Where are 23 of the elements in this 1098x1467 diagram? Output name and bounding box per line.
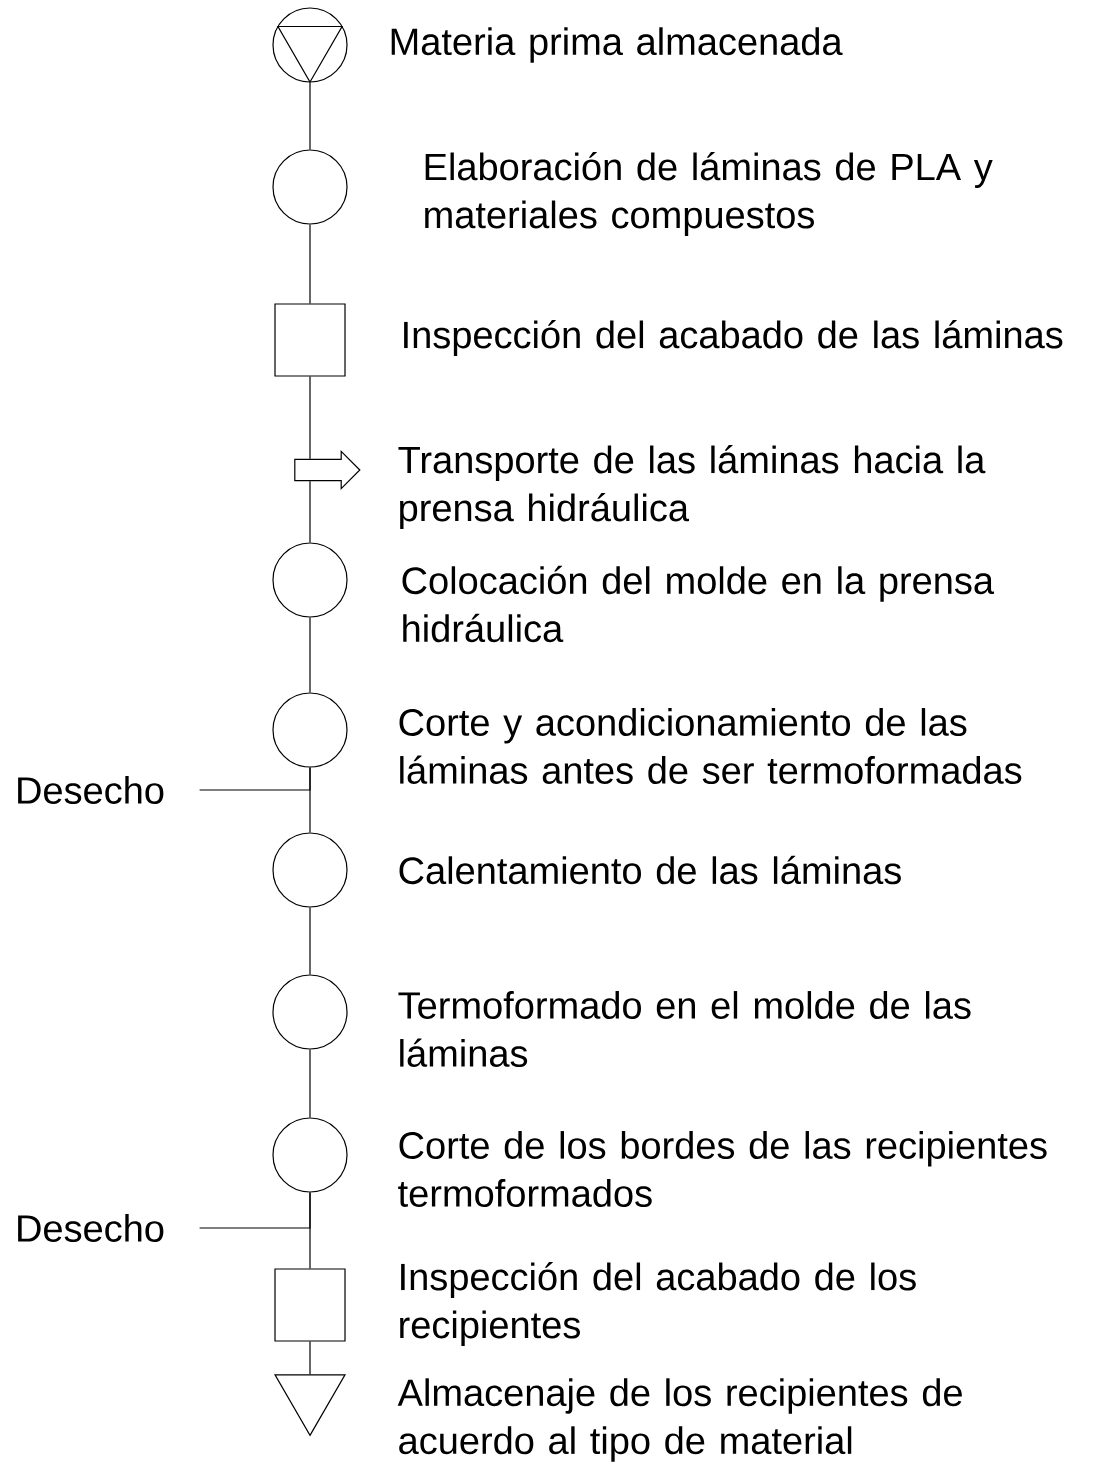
connector-line [309, 480, 311, 543]
waste-label: Desecho [18, 776, 164, 804]
connector-line [309, 1049, 311, 1118]
step-label: Corte y acondicionamiento de las láminas antes de ser termoformadas [399, 708, 1022, 784]
step-label: Colocación del molde en la prensa hidráulica [402, 565, 994, 643]
step-label: Inspección del acabado de los recipientes [400, 1262, 916, 1346]
connector-line [309, 224, 311, 304]
step-label: Inspección del acabado de las láminas [404, 320, 1063, 356]
step-label: Almacenaje de los recipientes de acuerdo al tipo de material [397, 1378, 962, 1462]
step-label: Termoformado en el molde de las láminas [398, 991, 971, 1067]
connector-line [309, 1341, 311, 1375]
connector-line [309, 617, 311, 693]
step-label: Corte de los bordes de las recipientes termoformados [398, 1131, 1047, 1207]
step-label: Transporte de las láminas hacia la prensa hidráulica [398, 445, 986, 529]
connector-line [199, 767, 311, 791]
step-label: Elaboración de láminas de PLA y materiales compuestos [425, 152, 993, 236]
connector-line [309, 376, 311, 460]
step-label: Materia prima almacenada [391, 27, 843, 63]
connector-line [309, 82, 311, 150]
step-label: Calentamiento de las láminas [399, 855, 901, 885]
waste-label: Desecho [18, 1214, 164, 1242]
connector-line [309, 907, 311, 975]
connector-line [199, 1192, 311, 1229]
